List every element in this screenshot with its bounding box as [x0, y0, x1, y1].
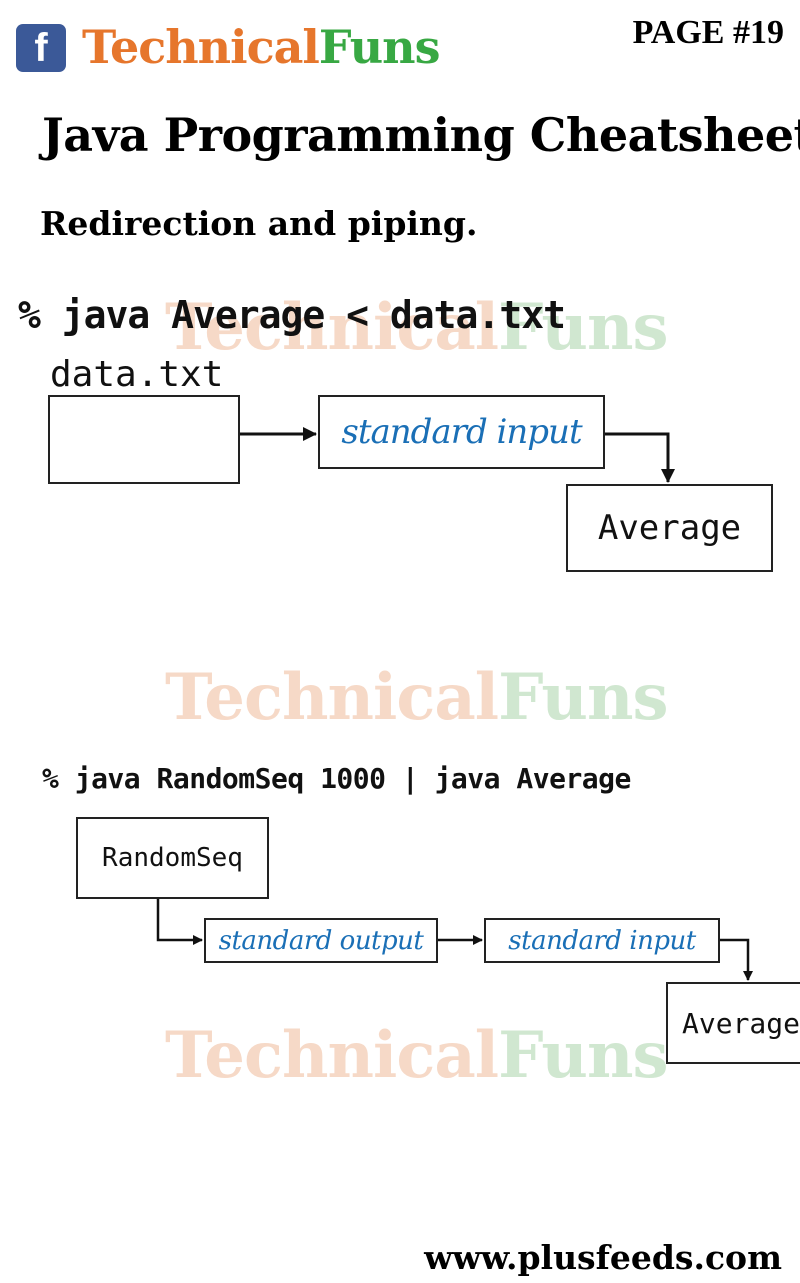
data-file-box — [48, 395, 240, 484]
randomseq-program-box: RandomSeq — [76, 817, 269, 899]
standard-input-box: standard input — [484, 918, 720, 963]
watermark-part-technical: Technical — [165, 660, 499, 735]
piping-command: % java RandomSeq 1000 | java Average — [42, 762, 631, 795]
standard-output-box: standard output — [204, 918, 438, 963]
file-label: data.txt — [50, 354, 224, 395]
page-number: PAGE #19 — [632, 14, 784, 51]
brand-part-technical: Technical — [82, 20, 320, 74]
watermark-part-funs: Funs — [498, 1018, 668, 1093]
standard-input-box: standard input — [318, 395, 605, 469]
facebook-icon: f — [16, 24, 66, 72]
footer-url: www.plusfeeds.com — [424, 1238, 782, 1277]
redirection-command: % java Average < data.txt — [18, 293, 566, 337]
page-title: Java Programming Cheatsheet — [42, 108, 800, 162]
watermark-3: TechnicalFuns — [165, 1018, 669, 1093]
arrow-input-to-average — [720, 938, 753, 981]
arrow-randomseq-to-output — [156, 899, 203, 945]
watermark-part-technical: Technical — [165, 1018, 499, 1093]
brand-part-funs: Funs — [318, 20, 441, 74]
arrow-input-to-average — [605, 432, 675, 483]
average-program-box: Average — [666, 982, 800, 1064]
watermark-2: TechnicalFuns — [165, 660, 669, 735]
watermark-part-funs: Funs — [498, 660, 668, 735]
section-subtitle: Redirection and piping. — [40, 204, 478, 243]
average-program-box: Average — [566, 484, 773, 572]
brand-logo: TechnicalFuns — [82, 20, 441, 74]
